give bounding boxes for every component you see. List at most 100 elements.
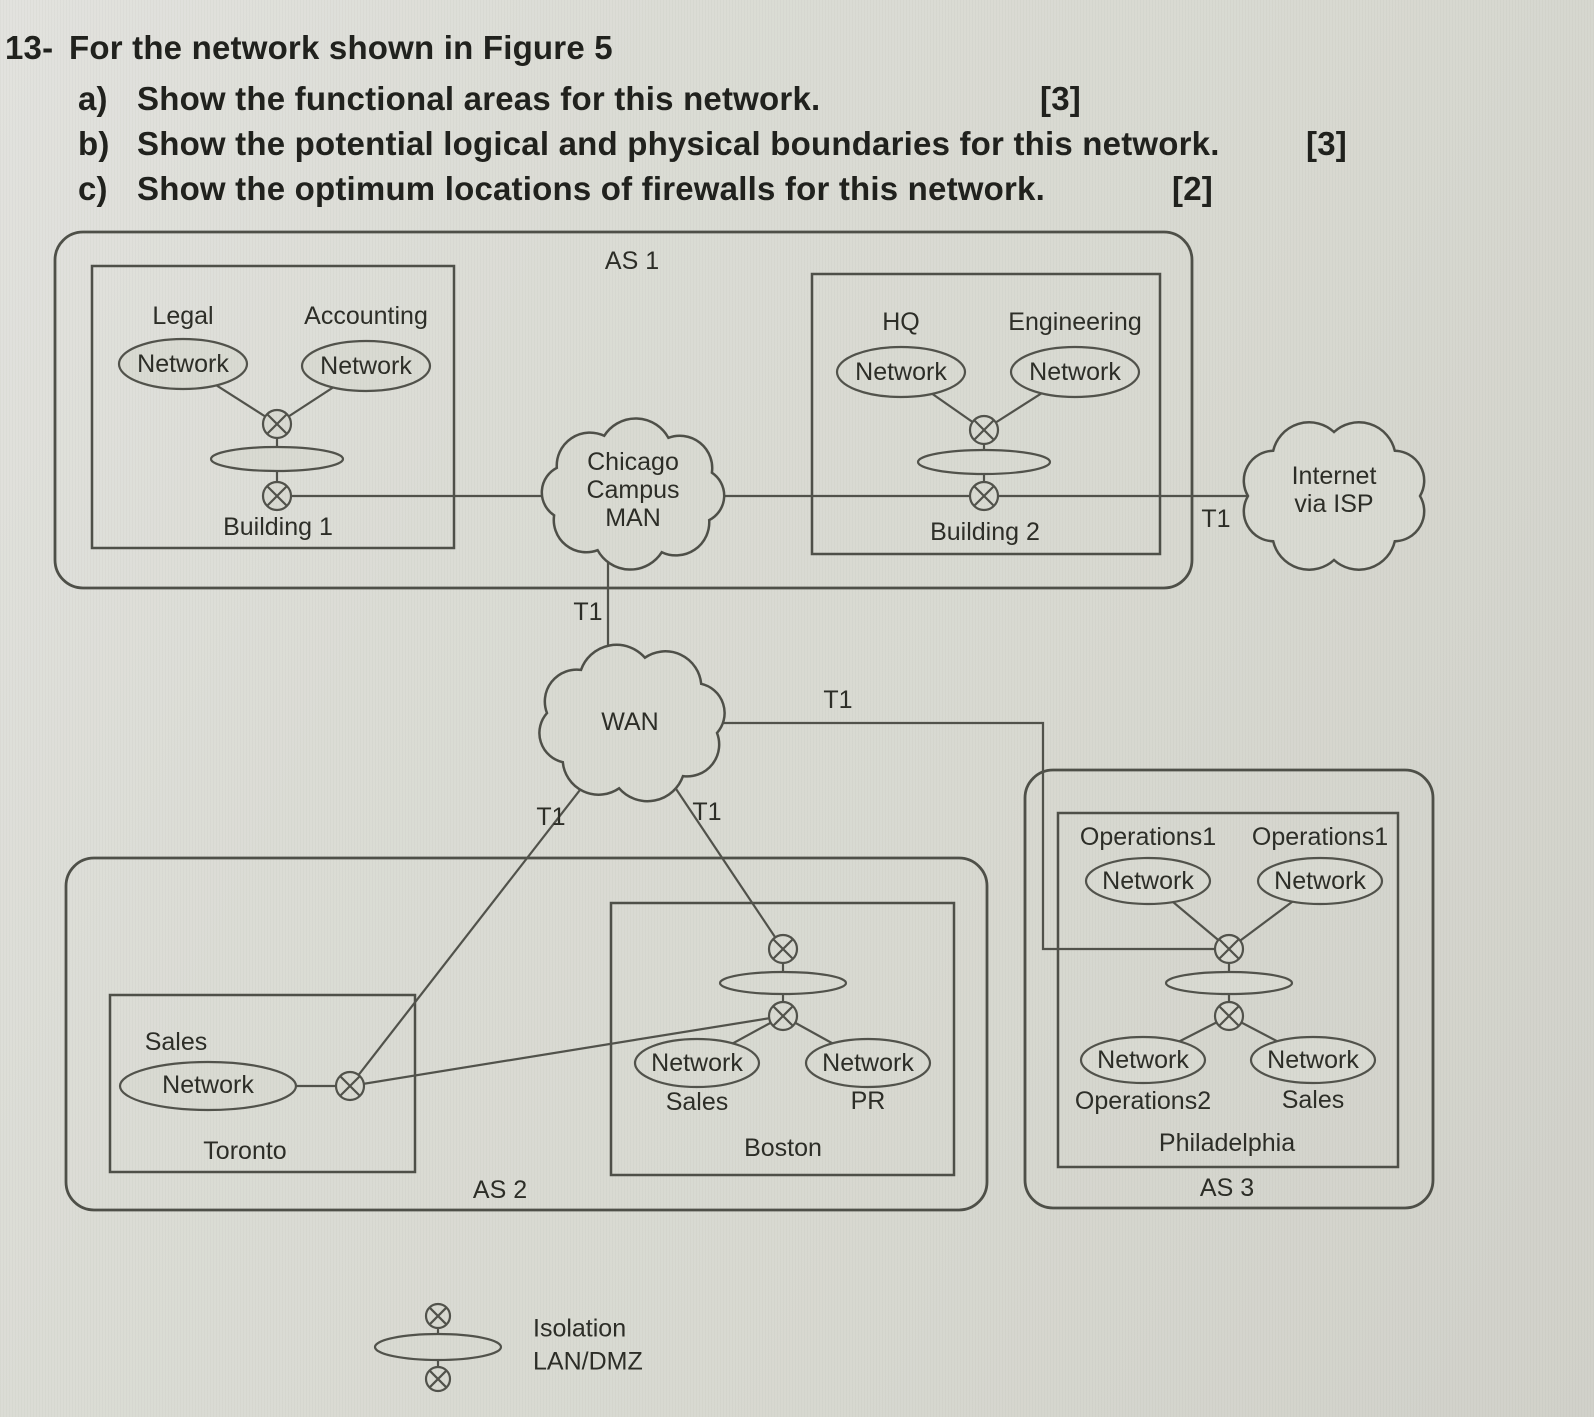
toronto-sales-network-oval	[118, 1060, 298, 1112]
philadelphia-sales-oval-label: Network	[1267, 1046, 1359, 1074]
legend-line1: Isolation	[533, 1314, 627, 1343]
question-title: For the network shown in Figure 5	[69, 29, 613, 66]
t1-label-wan-toronto: T1	[536, 803, 566, 831]
legal-network-oval	[117, 337, 249, 391]
question-number: 13-	[5, 29, 54, 66]
router-building1-lower-icon	[261, 480, 293, 512]
isolation-lan-building2-icon	[916, 448, 1052, 476]
toronto-label: Toronto	[203, 1137, 287, 1165]
part-b-label: b)	[78, 125, 110, 162]
router-boston-upper-icon	[767, 933, 799, 965]
engineering-name: Engineering	[1008, 308, 1142, 336]
building1-label: Building 1	[223, 513, 333, 541]
router-philadelphia-lower-icon	[1213, 1000, 1245, 1032]
operations1-right-name: Operations1	[1251, 823, 1389, 851]
link-wan-to-philadelphia	[632, 721, 1229, 951]
lan-segments	[209, 445, 1294, 1362]
part-a-marks: [3]	[1040, 80, 1081, 117]
boston-pr-network-oval	[804, 1037, 932, 1089]
man-cloud-line3: MAN	[605, 504, 661, 532]
part-b-text: Show the potential logical and physical …	[137, 125, 1220, 162]
router-legend-lower-icon	[424, 1365, 452, 1393]
accounting-oval-label: Network	[320, 352, 412, 380]
philadelphia-sales-name: Sales	[1281, 1086, 1345, 1114]
isolation-lan-building1-icon	[209, 445, 345, 473]
operations1-right-network-oval	[1256, 856, 1384, 906]
internet-cloud-line1: Internet	[1291, 462, 1377, 490]
part-a-label: a)	[78, 80, 108, 117]
philadelphia-box	[1056, 811, 1400, 1169]
network-ovals	[117, 337, 1384, 1112]
router-boston-lower-icon	[767, 1000, 799, 1032]
toronto-box	[108, 993, 417, 1174]
internet-cloud-label: Internet via ISP	[1292, 462, 1377, 518]
boston-pr-name: PR	[850, 1087, 886, 1115]
as1-boundary	[53, 230, 1194, 590]
part-b-marks: [3]	[1306, 125, 1347, 162]
engineering-oval-label: Network	[1029, 358, 1121, 386]
internet-cloud-icon	[1242, 421, 1426, 571]
engineering-network-oval	[1009, 345, 1141, 399]
router-building1-upper-icon	[261, 408, 293, 440]
building1-box	[90, 264, 456, 550]
operations2-network-oval	[1079, 1035, 1207, 1085]
routers	[261, 408, 1245, 1393]
router-building2-upper-icon	[968, 414, 1000, 446]
router-philadelphia-upper-icon	[1213, 933, 1245, 965]
accounting-network-oval	[300, 339, 432, 393]
part-a-text: Show the functional areas for this netwo…	[137, 80, 821, 117]
t1-label-internet: T1	[1201, 505, 1231, 533]
clouds	[538, 417, 1426, 803]
operations1-left-oval-label: Network	[1102, 867, 1194, 895]
boston-box	[609, 901, 956, 1177]
building2-label: Building 2	[930, 518, 1040, 546]
boston-sales-network-oval	[633, 1037, 761, 1089]
legend-label: Isolation LAN/DMZ	[533, 1313, 643, 1378]
link-toronto-to-boston	[349, 1014, 784, 1088]
hq-oval-label: Network	[855, 358, 947, 386]
hq-network-oval	[835, 345, 967, 399]
man-cloud-line1: Chicago	[587, 448, 679, 476]
boston-sales-name: Sales	[665, 1088, 729, 1116]
operations2-name: Operations2	[1074, 1087, 1212, 1115]
boston-sales-oval-label: Network	[651, 1049, 743, 1077]
internet-cloud-line2: via ISP	[1294, 490, 1374, 518]
legal-oval-label: Network	[137, 350, 229, 378]
legal-name: Legal	[152, 302, 214, 330]
boston-pr-oval-label: Network	[822, 1049, 914, 1077]
as3-label: AS 3	[1199, 1174, 1255, 1202]
chicago-man-cloud-icon	[540, 417, 726, 571]
operations1-right-oval-label: Network	[1274, 867, 1366, 895]
operations1-left-network-oval	[1084, 856, 1212, 906]
isolation-lan-legend-icon	[373, 1332, 503, 1362]
t1-label-man-wan: T1	[573, 598, 603, 626]
isolation-lan-boston-icon	[718, 970, 848, 996]
t1-label-wan-as3: T1	[823, 686, 853, 714]
building2-box	[810, 272, 1162, 556]
boston-label: Boston	[744, 1134, 822, 1162]
part-c-marks: [2]	[1172, 170, 1213, 207]
hq-name: HQ	[882, 308, 920, 336]
t1-label-wan-boston: T1	[692, 798, 722, 826]
as1-label: AS 1	[604, 247, 660, 275]
as2-label: AS 2	[472, 1176, 528, 1204]
toronto-sales-name: Sales	[144, 1028, 208, 1056]
philadelphia-label: Philadelphia	[1158, 1129, 1296, 1157]
legend-line2: LAN/DMZ	[533, 1347, 643, 1375]
part-c-text: Show the optimum locations of firewalls …	[137, 170, 1045, 207]
operations2-oval-label: Network	[1097, 1046, 1189, 1074]
wan-cloud-icon	[538, 643, 726, 803]
router-building2-lower-icon	[968, 480, 1000, 512]
operations1-left-name: Operations1	[1079, 823, 1217, 851]
wan-cloud-label: WAN	[601, 708, 659, 736]
router-toronto-icon	[334, 1070, 366, 1102]
part-c-label: c)	[78, 170, 108, 207]
as3-boundary	[1023, 768, 1435, 1210]
router-legend-upper-icon	[424, 1302, 452, 1330]
accounting-name: Accounting	[304, 302, 428, 330]
man-cloud-line2: Campus	[586, 476, 680, 504]
toronto-oval-label: Network	[162, 1071, 254, 1099]
philadelphia-sales-network-oval	[1249, 1035, 1377, 1085]
